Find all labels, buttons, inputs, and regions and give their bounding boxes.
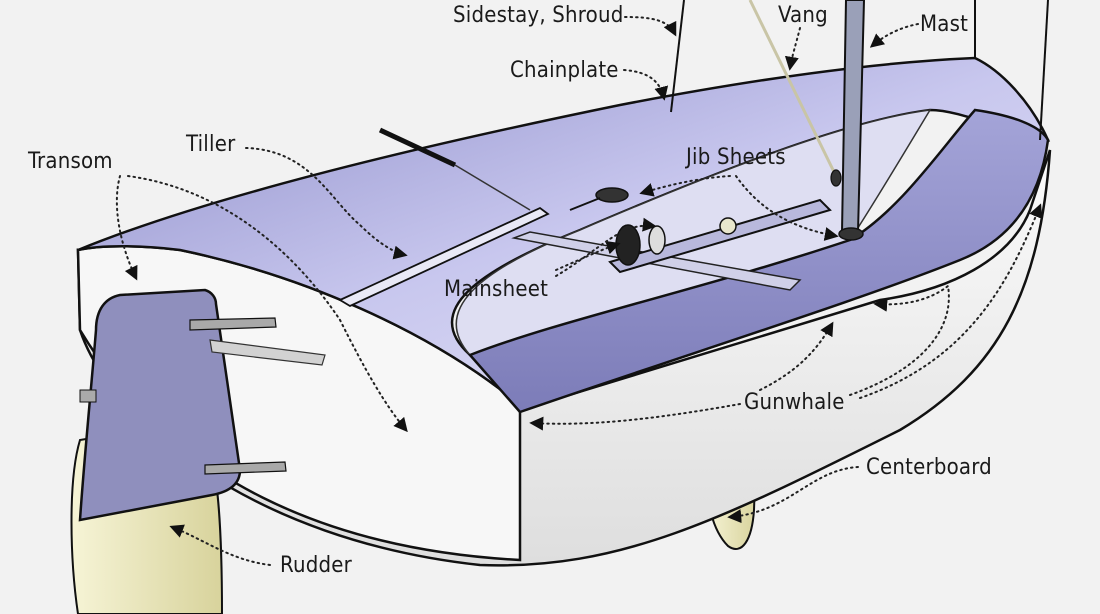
label-tiller: Tiller (186, 132, 236, 157)
rudder-blade (78, 288, 242, 522)
mainsheet-block-2 (648, 225, 666, 255)
leader-jib-1 (639, 175, 731, 197)
traveller-block (719, 217, 737, 235)
leader-centerboard (727, 466, 859, 524)
leader-transom-2 (127, 175, 408, 433)
leader-gunwhale-1 (529, 403, 741, 431)
leader-tiller (245, 147, 408, 260)
label-gunwhale: Gunwhale (744, 390, 845, 415)
leader-transom-1 (115, 175, 138, 281)
jib-cleat (595, 187, 629, 203)
mast-step (838, 227, 864, 241)
rudder-pintle-bottom (204, 461, 287, 475)
tiller-stick (454, 164, 531, 211)
traveller-bar (608, 198, 832, 274)
mainsheet-block-1 (615, 224, 641, 266)
shroud-left (670, 0, 685, 113)
leader-chainplate (623, 69, 669, 101)
label-chainplate: Chainplate (510, 58, 619, 83)
rudder-pintle-top (189, 317, 277, 331)
rudder-tab (79, 389, 97, 403)
label-jib-sheets: Jib Sheets (686, 145, 786, 170)
leader-rudder (169, 524, 271, 566)
shroud-right (1039, 0, 1049, 141)
label-mast: Mast (920, 12, 969, 37)
leader-mast (869, 23, 919, 48)
tiller-extension (378, 127, 457, 168)
leader-gunwhale-3 (849, 284, 950, 396)
label-sidestay: Sidestay, Shroud (453, 3, 624, 28)
leader-gunwhale-2 (759, 321, 834, 391)
vang-fitting (830, 169, 842, 187)
label-centerboard: Centerboard (866, 455, 992, 480)
label-rudder: Rudder (280, 553, 352, 578)
label-mainsheet: Mainsheet (444, 277, 549, 302)
leader-vang (784, 27, 801, 71)
gunwhale-rail (467, 108, 1050, 414)
vang-line (748, 0, 838, 177)
leader-gunwhale-4 (859, 203, 1043, 399)
label-vang: Vang (778, 3, 828, 28)
leader-jib-2 (735, 175, 839, 241)
leader-sidestay (624, 16, 677, 37)
tiller-shape (338, 206, 550, 308)
tiller-slot (209, 339, 326, 366)
jib-sheet-line (569, 197, 601, 211)
label-transom: Transom (28, 149, 113, 174)
